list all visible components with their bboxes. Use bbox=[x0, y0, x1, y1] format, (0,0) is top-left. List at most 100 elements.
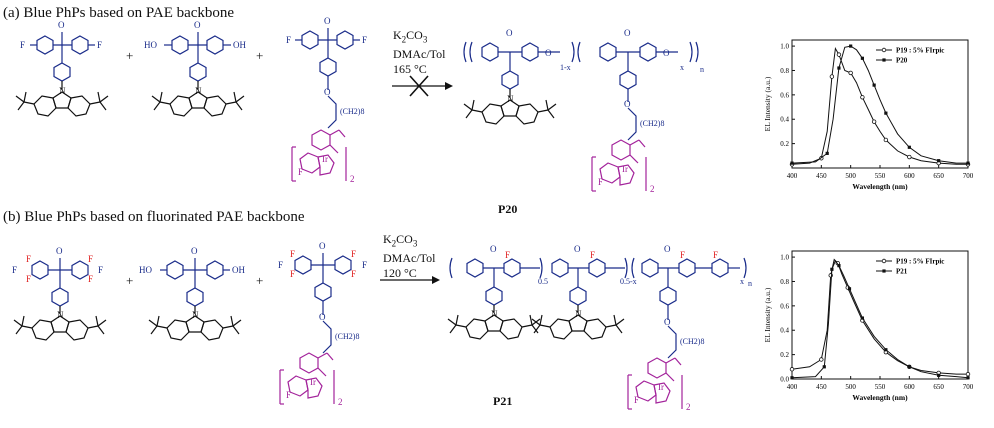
svg-text:+: + bbox=[126, 48, 133, 63]
chart-b-point bbox=[884, 348, 888, 352]
monomer-a2 bbox=[151, 32, 245, 117]
svg-text:F: F bbox=[362, 260, 367, 270]
chart-b-xtick-label: 650 bbox=[933, 383, 944, 391]
svg-text:1-x: 1-x bbox=[560, 63, 571, 72]
svg-text:O: O bbox=[664, 244, 671, 254]
svg-text:O: O bbox=[506, 28, 513, 38]
chart-b-xtick-label: 600 bbox=[904, 383, 915, 391]
monomer-b1 bbox=[13, 258, 107, 341]
chart-a-legend-entry: P19 : 5% FIrpic bbox=[896, 47, 944, 55]
svg-text:O: O bbox=[324, 16, 331, 26]
svg-text:2: 2 bbox=[350, 174, 355, 184]
svg-text:N: N bbox=[57, 310, 64, 320]
chart-a-xtick-label: 500 bbox=[845, 172, 856, 180]
chart-b-xtick-label: 450 bbox=[816, 383, 827, 391]
chart-a-point bbox=[860, 56, 864, 60]
section-b-title: (b) Blue PhPs based on fluorinated PAE b… bbox=[3, 209, 305, 225]
chart-a-ytick-label: 0.6 bbox=[780, 91, 789, 99]
svg-text:Ir: Ir bbox=[658, 382, 664, 392]
svg-text:O: O bbox=[663, 48, 670, 58]
svg-text:n: n bbox=[700, 65, 704, 74]
chart-a-point bbox=[884, 111, 888, 115]
chart-b-legend-marker bbox=[881, 258, 887, 264]
chart-a-xtick-label: 400 bbox=[787, 172, 798, 180]
chart-a-ytick-label: 0.8 bbox=[780, 67, 789, 75]
conditions-b: K2CO3 DMAc/Tol 120 °C bbox=[383, 232, 436, 281]
chart-b-point bbox=[789, 367, 795, 372]
chart-b-series-line-1 bbox=[791, 258, 968, 375]
svg-text:OH: OH bbox=[233, 40, 246, 50]
svg-text:F: F bbox=[26, 254, 31, 264]
svg-text:O: O bbox=[56, 246, 63, 256]
svg-text:0.5-x: 0.5-x bbox=[620, 277, 637, 286]
svg-text:O: O bbox=[58, 20, 65, 30]
svg-text:F: F bbox=[12, 265, 17, 275]
svg-text:Ir: Ir bbox=[310, 377, 316, 387]
chart-a-xtick-label: 450 bbox=[816, 172, 827, 180]
chart-b-legend-entry: P21 bbox=[896, 268, 908, 276]
chart-b-xtick-label: 550 bbox=[875, 383, 886, 391]
chart-b-legend-marker bbox=[882, 269, 886, 273]
chart-b-point bbox=[822, 365, 826, 369]
chart-a-ytick-label: 0.2 bbox=[780, 140, 789, 148]
chart-a-xlabel: Wavelength (nm) bbox=[852, 182, 908, 191]
svg-text:n: n bbox=[748, 279, 752, 288]
svg-text:F: F bbox=[634, 395, 639, 405]
svg-text:O: O bbox=[319, 312, 326, 322]
chart-b-point bbox=[819, 357, 824, 362]
chart-a-point bbox=[860, 95, 865, 100]
chart-b-point bbox=[966, 376, 970, 380]
chart-b-legend-entry: P19 : 5% FIrpic bbox=[896, 258, 944, 266]
svg-text:F: F bbox=[680, 250, 685, 260]
svg-text:O: O bbox=[624, 99, 631, 109]
chart-a-point bbox=[829, 74, 835, 79]
chart-b-point bbox=[837, 264, 841, 268]
svg-text:F: F bbox=[98, 265, 103, 275]
chart-a-point bbox=[883, 137, 889, 143]
chart-a-ytick-label: 1.0 bbox=[780, 43, 789, 51]
chart-a-series-line-1 bbox=[791, 46, 968, 165]
chart-a-point bbox=[837, 66, 841, 70]
monomer-a3 bbox=[291, 28, 360, 182]
svg-text:2: 2 bbox=[338, 397, 343, 407]
polymer-label-p21: P21 bbox=[493, 394, 513, 408]
monomer-a1 bbox=[15, 32, 109, 117]
svg-text:F: F bbox=[278, 260, 283, 270]
svg-text:+: + bbox=[256, 273, 263, 288]
svg-text:O: O bbox=[194, 20, 201, 30]
chart-a-point bbox=[907, 145, 911, 149]
svg-text:+: + bbox=[256, 48, 263, 63]
chart-b-ytick-label: 0.6 bbox=[780, 302, 789, 310]
plus-signs: ++ ++ bbox=[126, 48, 263, 288]
chart-a-plot-frame bbox=[791, 39, 969, 169]
chart-a-xtick-label: 700 bbox=[963, 172, 974, 180]
chart-b-ylabel: EL Intensity (a.u.) bbox=[763, 287, 772, 342]
svg-text:F: F bbox=[20, 40, 25, 50]
chart-a-legend-entry: P20 bbox=[896, 57, 908, 65]
chart-b-point bbox=[830, 267, 834, 271]
chart-a-point bbox=[907, 154, 912, 160]
chart-b-point bbox=[937, 373, 941, 377]
svg-text:F: F bbox=[505, 250, 510, 260]
svg-text:0.5: 0.5 bbox=[538, 277, 548, 286]
svg-text:O: O bbox=[319, 241, 326, 251]
chart-a-point bbox=[871, 119, 877, 124]
chart-a-series-line-2 bbox=[791, 45, 968, 164]
svg-text:2: 2 bbox=[650, 184, 655, 194]
chart-a-point bbox=[836, 52, 842, 57]
monomer-b2 bbox=[148, 258, 242, 341]
chart-a-point bbox=[848, 70, 853, 76]
chart-b-point bbox=[790, 376, 794, 380]
svg-text:F: F bbox=[713, 250, 718, 260]
svg-text:x: x bbox=[740, 277, 744, 286]
chart-a-xtick-label: 550 bbox=[875, 172, 886, 180]
svg-text:x: x bbox=[680, 63, 684, 72]
svg-text:(CH2)8: (CH2)8 bbox=[640, 119, 664, 128]
chart-b-xtick-label: 700 bbox=[963, 383, 974, 391]
svg-text:F: F bbox=[26, 274, 31, 284]
svg-text:N: N bbox=[507, 94, 514, 104]
atom-labels: F F F F HO OH HO OH F F F F O O O O O O … bbox=[12, 16, 752, 412]
svg-text:F: F bbox=[298, 167, 303, 177]
